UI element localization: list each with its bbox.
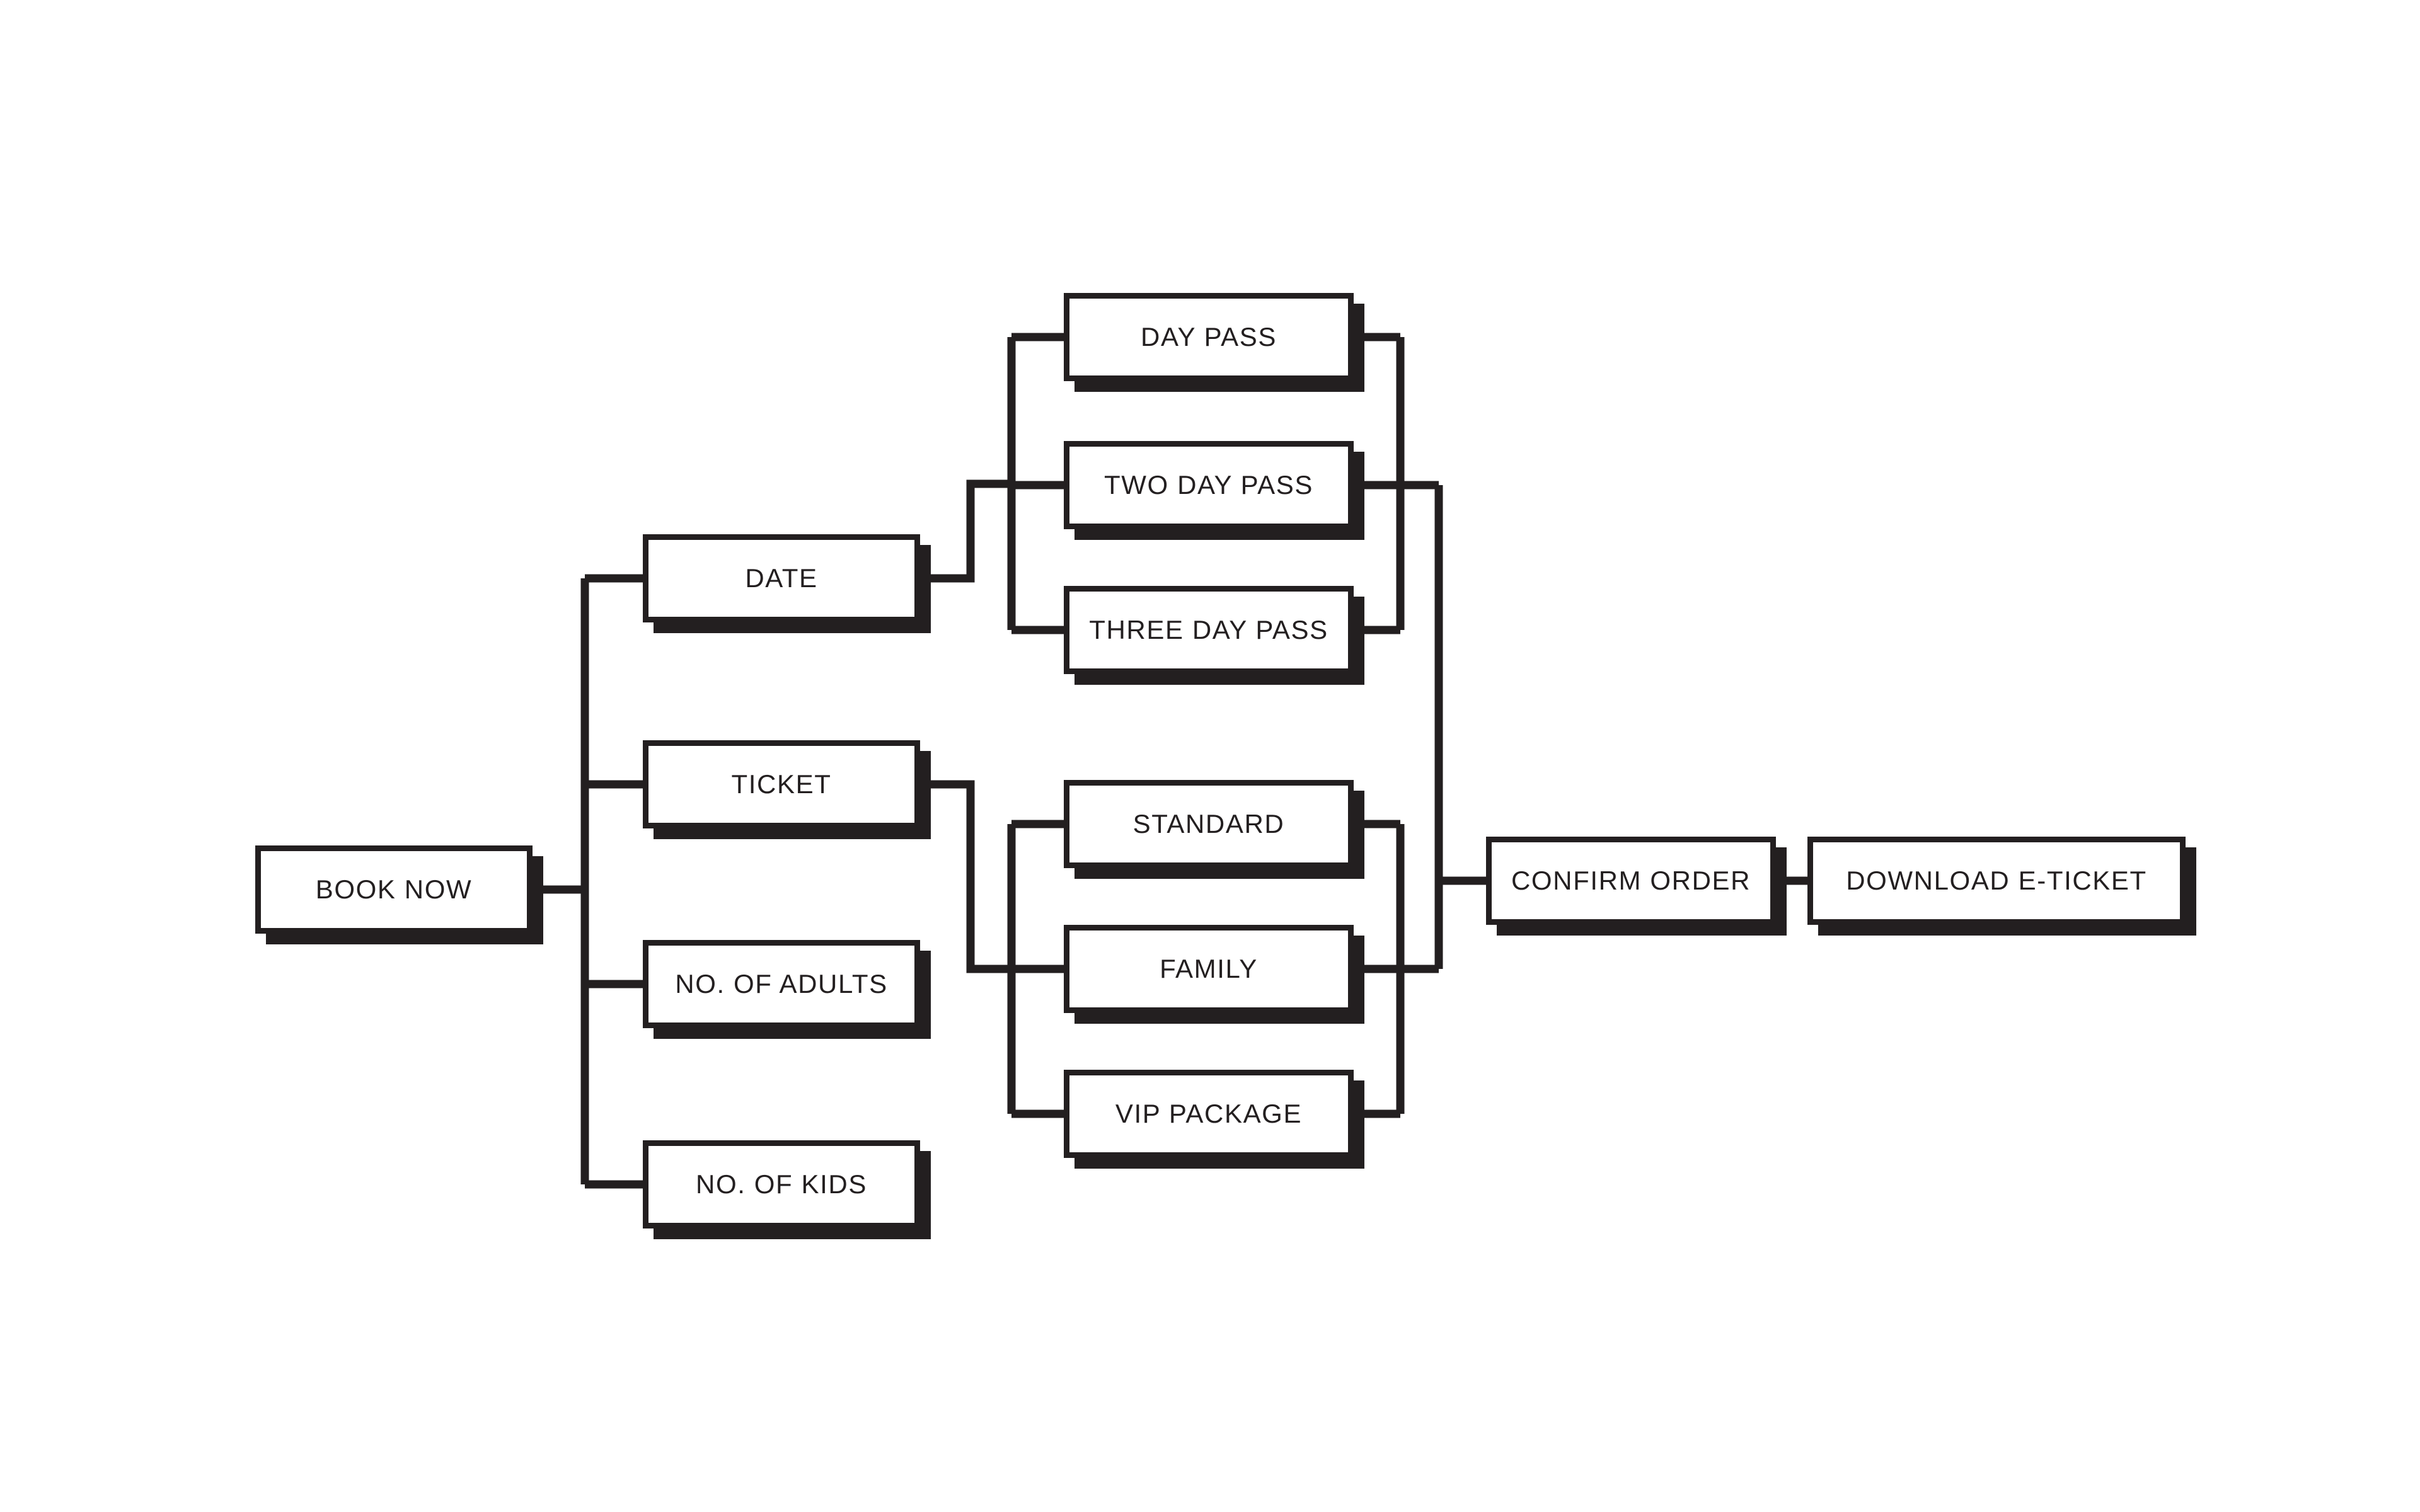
node-book-now-label: BOOK NOW	[315, 874, 473, 904]
wire-date-out	[920, 479, 1011, 583]
node-book-now[interactable]: BOOK NOW	[255, 845, 533, 934]
node-ticket[interactable]: TICKET	[643, 740, 920, 828]
node-download-eticket[interactable]: DOWNLOAD E-TICKET	[1807, 837, 2186, 925]
node-two-day-pass[interactable]: TWO DAY PASS	[1064, 441, 1354, 529]
node-three-day-pass[interactable]: THREE DAY PASS	[1064, 586, 1354, 674]
node-date-label: DATE	[745, 563, 818, 593]
node-no-of-adults-label: NO. OF ADULTS	[675, 969, 888, 999]
wire-ticket-out	[920, 780, 1011, 973]
node-day-pass[interactable]: DAY PASS	[1064, 293, 1354, 381]
node-day-pass-label: DAY PASS	[1141, 322, 1277, 352]
node-no-of-kids-label: NO. OF KIDS	[696, 1169, 867, 1199]
node-two-day-pass-label: TWO DAY PASS	[1104, 470, 1313, 500]
node-vip-package[interactable]: VIP PACKAGE	[1064, 1070, 1354, 1158]
node-date[interactable]: DATE	[643, 534, 920, 622]
node-family-label: FAMILY	[1160, 954, 1258, 983]
node-standard-label: STANDARD	[1132, 809, 1285, 839]
node-three-day-pass-label: THREE DAY PASS	[1089, 615, 1328, 644]
node-family[interactable]: FAMILY	[1064, 925, 1354, 1013]
node-confirm-order[interactable]: CONFIRM ORDER	[1486, 837, 1776, 925]
node-standard[interactable]: STANDARD	[1064, 780, 1354, 868]
node-no-of-adults[interactable]: NO. OF ADULTS	[643, 940, 920, 1028]
node-download-eticket-label: DOWNLOAD E-TICKET	[1846, 866, 2147, 895]
node-vip-package-label: VIP PACKAGE	[1115, 1099, 1303, 1128]
node-ticket-label: TICKET	[731, 769, 832, 799]
node-confirm-order-label: CONFIRM ORDER	[1511, 866, 1751, 895]
node-no-of-kids[interactable]: NO. OF KIDS	[643, 1140, 920, 1228]
